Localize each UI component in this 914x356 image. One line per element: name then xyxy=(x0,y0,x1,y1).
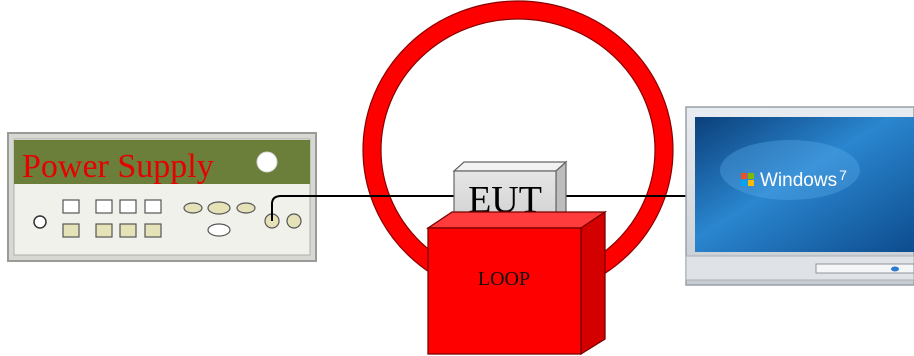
cable-ps-to-eut xyxy=(271,195,458,221)
windows-os-version: 7 xyxy=(839,167,847,183)
ps-button xyxy=(144,223,162,238)
power-knob-icon xyxy=(33,215,47,229)
power-supply: Power Supply xyxy=(7,132,317,262)
ps-oval-button xyxy=(207,223,231,237)
ps-button xyxy=(95,223,113,238)
ps-button xyxy=(95,199,113,214)
windows-logo-icon xyxy=(741,173,754,186)
monitor-control-strip xyxy=(815,263,914,274)
ps-button xyxy=(62,223,80,238)
ps-oval-button xyxy=(207,201,231,215)
monitor-power-led-icon xyxy=(891,266,899,272)
power-supply-label: Power Supply xyxy=(22,148,214,185)
windows-os-name: Windows xyxy=(760,170,837,191)
ps-oval-button xyxy=(183,202,203,214)
monitor-screen xyxy=(695,117,914,252)
loop-box: LOOP xyxy=(425,210,608,356)
ps-button xyxy=(119,223,137,238)
ps-button xyxy=(62,199,80,214)
ps-oval-button xyxy=(236,202,256,214)
ps-button xyxy=(119,199,137,214)
ps-button xyxy=(144,199,162,214)
ps-terminal-icon xyxy=(286,213,302,229)
power-indicator-icon xyxy=(256,151,278,173)
loop-label: LOOP xyxy=(478,268,530,290)
